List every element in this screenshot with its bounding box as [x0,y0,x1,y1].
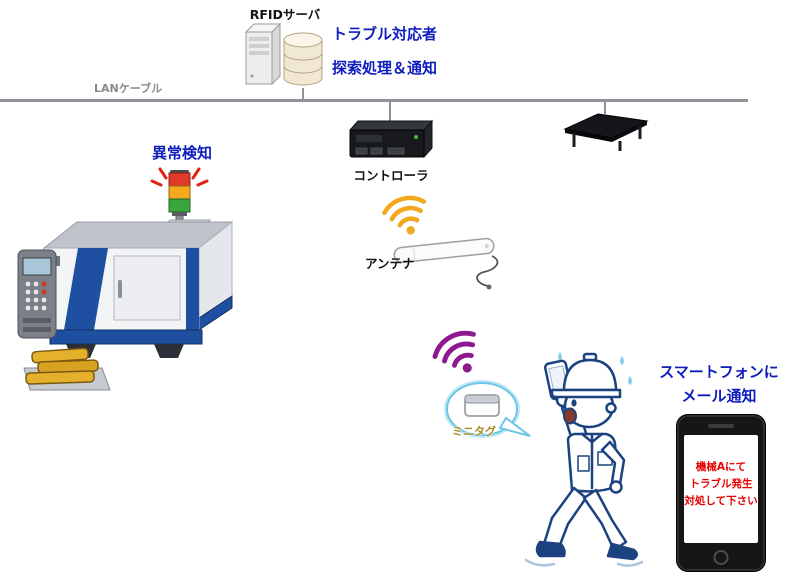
responder-label-line1: トラブル対応者 [332,25,438,43]
smartphone-speaker [708,424,734,428]
antenna-icon [393,237,499,290]
lan-cable-label: LANケーブル [94,82,163,95]
smartphone-body: 機械Aにて トラブル発生 対処して下さい [676,414,766,572]
speech-bubble [444,380,531,438]
antenna-label: アンテナ [365,256,415,271]
worker-figure [524,352,644,567]
server-label: RFIDサーバ [249,7,321,22]
parts-bin-icon [23,347,111,391]
minitag-label: ミニタグ [452,425,496,438]
smartphone-home-button [713,550,729,565]
anomaly-label: 異常検知 [152,144,213,162]
controller-connector-line [389,100,391,121]
notify-label-line1: スマートフォンに [659,363,779,381]
responder-label-line2: 探索処理＆通知 [332,59,438,77]
smartphone-message: 機械Aにて トラブル発生 対処して下さい [684,435,758,510]
smartphone-message-line3: 対処して下さい [684,495,758,507]
server-connector-line [302,88,304,100]
access-point-connector-line [604,100,606,114]
notify-label-line2: メール通知 [681,387,757,405]
control-panel-icon [17,249,60,339]
wifi-orange-icon [382,195,427,235]
smartphone-message-line1: 機械Aにて [695,461,747,473]
motion-lines-icon [524,558,644,567]
controller-icon [348,119,434,159]
server-icon [244,22,323,86]
mini-tag-icon [464,394,500,417]
lan-cable-line [0,99,748,102]
controller-label: コントローラ [353,168,429,183]
smartphone-message-line2: トラブル発生 [689,478,753,490]
notify-label: スマートフォンに メール通知 [640,360,798,408]
wifi-purple-icon [432,330,476,373]
smartphone-screen: 機械Aにて トラブル発生 対処して下さい [684,435,758,543]
machine-icon [17,167,234,391]
alert-marks-icon [150,167,209,187]
access-point-icon [563,113,649,151]
smartphone-icon: 機械Aにて トラブル発生 対処して下さい [676,414,766,572]
